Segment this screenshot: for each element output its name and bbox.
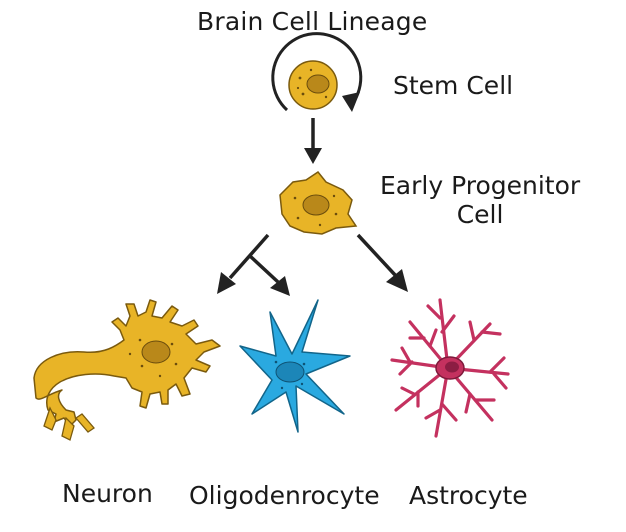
- neuron-icon: [33, 299, 221, 441]
- arrow-progenitor-to-neuron: [217, 233, 270, 294]
- astrocyte-label: Astrocyte: [409, 481, 528, 510]
- neuron-label: Neuron: [62, 479, 153, 508]
- oligodendrocyte-label: Oligodenrocyte: [189, 481, 380, 510]
- stem-cell-icon: [288, 60, 338, 110]
- stem-cell-label: Stem Cell: [393, 71, 514, 100]
- arrow-progenitor-to-astrocyte: [356, 233, 408, 292]
- astrocyte-icon: [390, 298, 510, 438]
- diagram-title: Brain Cell Lineage: [197, 7, 428, 36]
- progenitor-cell-label: Early Progenitor Cell: [380, 171, 581, 230]
- progenitor-label-line1: Early Progenitor: [380, 171, 581, 200]
- arrow-stem-to-progenitor: [304, 118, 322, 164]
- arrow-progenitor-to-oligodendrocyte: [248, 254, 290, 296]
- self-renewal-arrow-icon: [271, 32, 363, 112]
- oligodendrocyte-icon: [239, 299, 351, 433]
- progenitor-label-line2: Cell: [456, 199, 504, 229]
- progenitor-cell-icon: [279, 170, 358, 235]
